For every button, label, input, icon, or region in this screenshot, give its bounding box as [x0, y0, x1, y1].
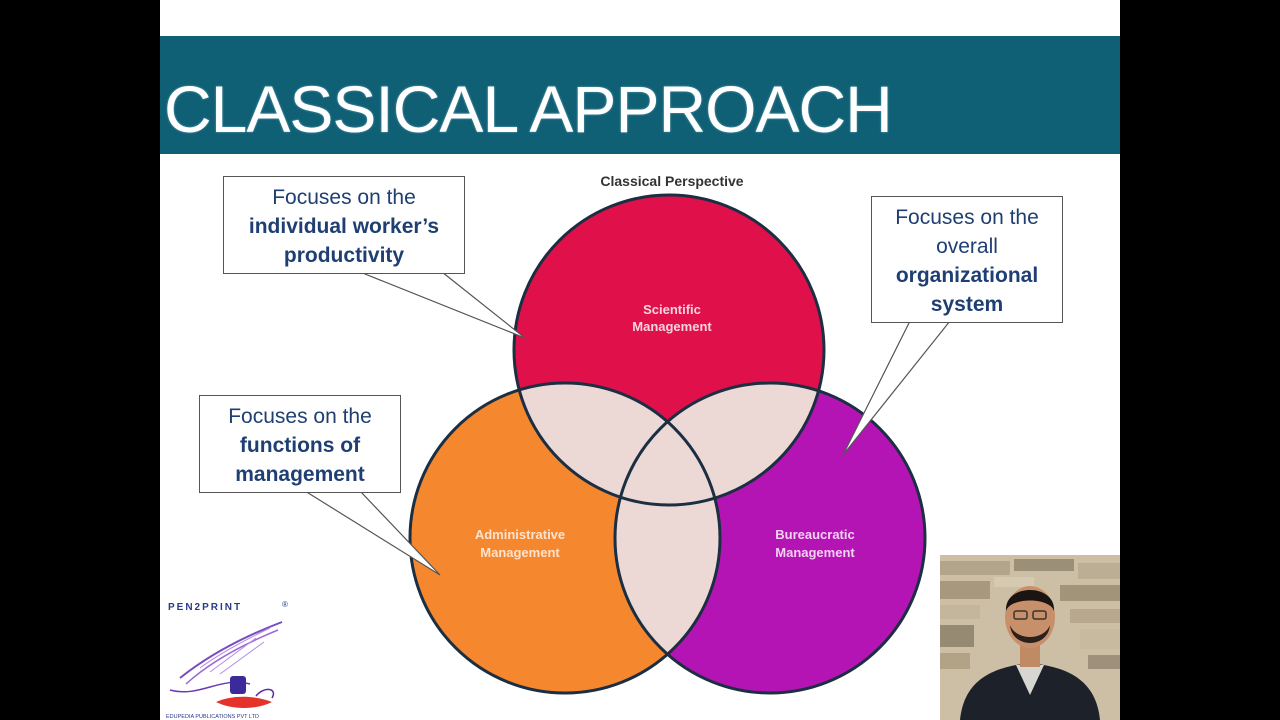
scientific-label-2: Management	[632, 319, 712, 334]
worker-productivity-callout: Focuses on the individual worker’s produ…	[223, 176, 465, 274]
organization-callout-pointer	[843, 321, 950, 455]
management-functions-callout: Focuses on the functions of management	[199, 395, 401, 493]
administrative-label-1: Administrative	[475, 527, 565, 542]
diagram-heading: Classical Perspective	[600, 173, 743, 189]
administrative-label-2: Management	[480, 545, 560, 560]
bureaucratic-label-2: Management	[775, 545, 855, 560]
organizational-system-callout: Focuses on the overall organizational sy…	[871, 196, 1063, 323]
logo-brand: PEN2PRINT	[168, 602, 242, 613]
presenter-photo	[940, 555, 1120, 720]
worker-callout-pointer	[360, 272, 525, 338]
scientific-label-1: Scientific	[643, 302, 701, 317]
bureaucratic-label-1: Bureaucratic	[775, 527, 854, 542]
svg-text:®: ®	[282, 600, 288, 609]
pen2print-logo: PEN2PRINT ® EDUPEDIA PUBLICATIONS PVT LT…	[160, 598, 300, 720]
logo-publisher: EDUPEDIA PUBLICATIONS PVT LTD	[166, 714, 259, 720]
